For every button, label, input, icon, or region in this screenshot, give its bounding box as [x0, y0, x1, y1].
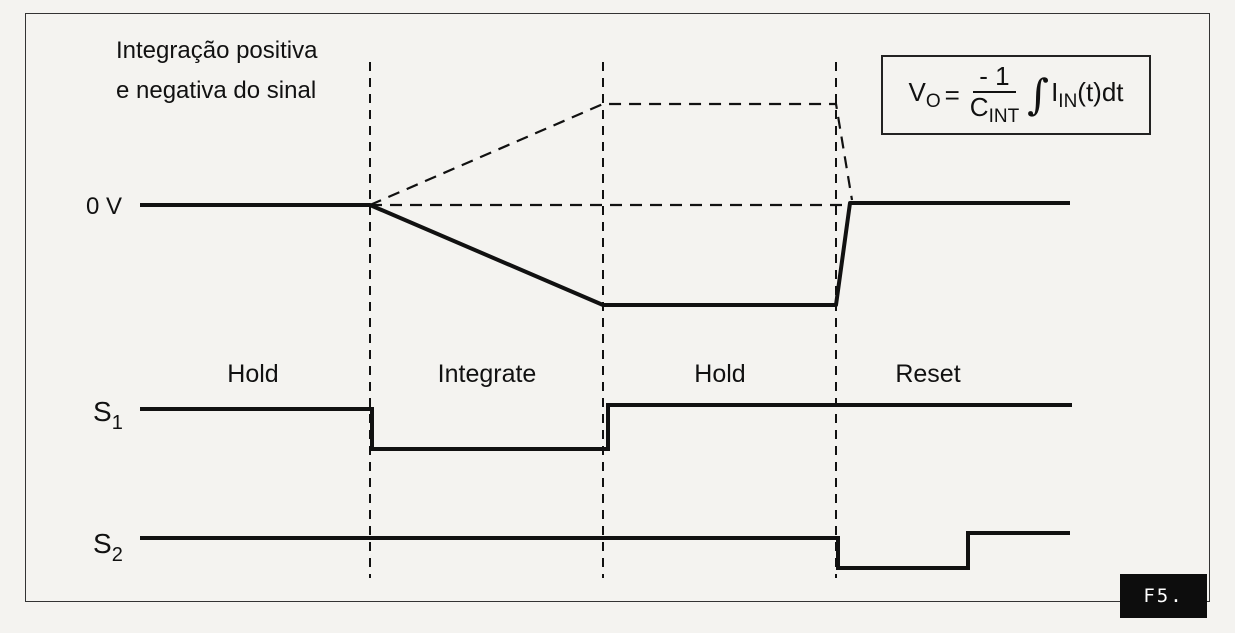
phase-integrate: Integrate — [438, 360, 537, 388]
title-line-1: Integração positiva — [116, 37, 318, 64]
formula-fraction: - 1 CINT — [970, 62, 1019, 127]
formula-equals: = — [944, 79, 960, 110]
formula-numerator: - 1 — [973, 62, 1016, 93]
output-waveform — [140, 201, 1070, 307]
formula-lhs: VO — [908, 77, 941, 112]
integral-sign: ∫ — [1027, 70, 1050, 119]
phase-reset: Reset — [895, 360, 960, 388]
diagram-frame — [25, 13, 1210, 602]
s2-waveform — [140, 531, 1070, 570]
formula-integrand: IIN(t)dt — [1051, 77, 1124, 112]
positive-integration-dashed — [369, 102, 854, 207]
figure-tag: F5. — [1120, 574, 1207, 618]
title-line-2: e negativa do sinal — [116, 77, 316, 104]
integrator-formula: VO = - 1 CINT ∫ IIN(t)dt — [881, 55, 1151, 135]
formula-denominator: CINT — [969, 91, 1020, 127]
s1-label: S1 — [93, 396, 123, 434]
phase-hold-2: Hold — [694, 360, 745, 388]
phase-hold-1: Hold — [227, 360, 278, 388]
zero-volt-label: 0 V — [86, 193, 122, 220]
s1-waveform — [140, 403, 1072, 451]
s2-label: S2 — [93, 528, 123, 566]
